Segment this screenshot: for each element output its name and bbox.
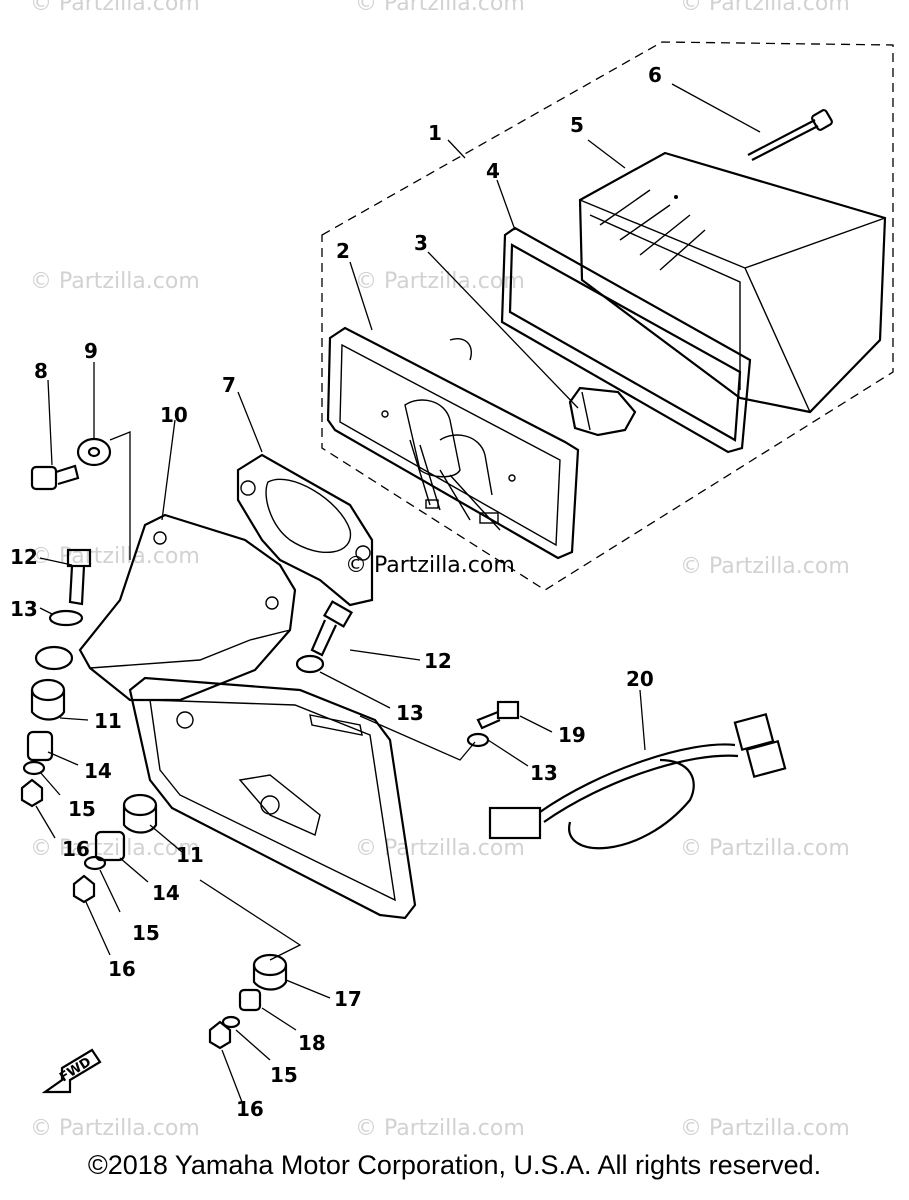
callout-6: 6 bbox=[648, 63, 662, 87]
callout-15: 15 bbox=[270, 1063, 298, 1087]
washer-part-13 bbox=[295, 654, 325, 674]
watermark: © Partzilla.com bbox=[680, 836, 850, 861]
damper-part-11 bbox=[122, 793, 158, 834]
callout-8: 8 bbox=[34, 359, 48, 383]
callout-20: 20 bbox=[626, 667, 654, 691]
callout-4: 4 bbox=[486, 159, 500, 183]
bolt-part-8 bbox=[30, 464, 80, 491]
watermark-group: © Partzilla.com © Partzilla.com © Partzi… bbox=[30, 0, 850, 1141]
base-plate-part-2 bbox=[326, 326, 580, 560]
callout-15: 15 bbox=[132, 921, 160, 945]
collar-part-14 bbox=[26, 730, 54, 762]
fwd-arrow-icon: FWD bbox=[41, 1048, 102, 1094]
lockwasher-part-15 bbox=[83, 855, 107, 871]
callout-19: 19 bbox=[558, 723, 586, 747]
lockwasher-part-15 bbox=[221, 1015, 241, 1029]
damper-part-11 bbox=[30, 678, 66, 721]
copyright-notice: ©2018 Yamaha Motor Corporation, U.S.A. A… bbox=[87, 1150, 822, 1180]
lens-part-5 bbox=[578, 151, 887, 414]
collar-part-18 bbox=[238, 988, 262, 1012]
callout-14: 14 bbox=[152, 881, 180, 905]
collar-part-14 bbox=[94, 830, 126, 862]
callout-13: 13 bbox=[10, 597, 38, 621]
nut-part-16 bbox=[20, 778, 44, 808]
callout-13: 13 bbox=[396, 701, 424, 725]
watermark: © Partzilla.com bbox=[355, 269, 525, 294]
watermark: © Partzilla.com bbox=[30, 1116, 200, 1141]
nut-part-16 bbox=[72, 874, 96, 904]
watermark: © Partzilla.com bbox=[30, 836, 200, 861]
bolt-part-19 bbox=[476, 700, 520, 730]
watermark: © Partzilla.com bbox=[30, 544, 200, 569]
callout-12: 12 bbox=[10, 545, 38, 569]
watermark-dark: © Partzilla.com bbox=[345, 553, 515, 578]
gasket-part-4 bbox=[500, 226, 752, 454]
callout-7: 7 bbox=[222, 373, 236, 397]
lockwasher-part-15 bbox=[22, 760, 46, 776]
mount-bracket-part-10 bbox=[78, 513, 297, 702]
callout-2: 2 bbox=[336, 239, 350, 263]
callout-16: 16 bbox=[62, 837, 90, 861]
callout-11: 11 bbox=[94, 709, 122, 733]
watermark: © Partzilla.com bbox=[680, 0, 850, 16]
washer-part-9 bbox=[76, 437, 112, 467]
watermark: © Partzilla.com bbox=[680, 554, 850, 579]
washer-part-13 bbox=[34, 645, 74, 671]
callout-11: 11 bbox=[176, 843, 204, 867]
bolt-part-12 bbox=[66, 548, 92, 606]
callout-14: 14 bbox=[84, 759, 112, 783]
callout-12: 12 bbox=[424, 649, 452, 673]
leader-lines bbox=[35, 83, 761, 1103]
bolt-part-12 bbox=[310, 600, 354, 657]
assembly-outline bbox=[321, 41, 894, 591]
callout-5: 5 bbox=[570, 113, 584, 137]
bulb-part-3 bbox=[568, 386, 637, 437]
harness-part-20 bbox=[488, 712, 787, 850]
callout-16: 16 bbox=[236, 1097, 264, 1121]
plate-holder bbox=[128, 676, 417, 920]
callout-3: 3 bbox=[414, 231, 428, 255]
watermark: © Partzilla.com bbox=[355, 836, 525, 861]
callout-1: 1 bbox=[428, 121, 442, 145]
grommet-part-17 bbox=[252, 953, 288, 991]
watermark: © Partzilla.com bbox=[355, 0, 525, 16]
watermark: © Partzilla.com bbox=[355, 1116, 525, 1141]
nut-part-16 bbox=[208, 1020, 232, 1050]
callout-18: 18 bbox=[298, 1031, 326, 1055]
callout-10: 10 bbox=[160, 403, 188, 427]
callout-9: 9 bbox=[84, 339, 98, 363]
bracket-part-7 bbox=[236, 453, 374, 607]
watermark: © Partzilla.com bbox=[30, 0, 200, 16]
callout-17: 17 bbox=[334, 987, 362, 1011]
watermark: © Partzilla.com bbox=[30, 269, 200, 294]
callout-labels: 1 2 3 4 5 6 7 8 9 10 11 11 12 12 13 13 1… bbox=[10, 63, 662, 1121]
callout-13: 13 bbox=[530, 761, 558, 785]
washer-part-13 bbox=[466, 732, 490, 748]
screw-part-6 bbox=[747, 109, 833, 161]
callout-16: 16 bbox=[108, 957, 136, 981]
watermark: © Partzilla.com bbox=[680, 1116, 850, 1141]
callout-15: 15 bbox=[68, 797, 96, 821]
washer-part-13 bbox=[48, 609, 84, 627]
